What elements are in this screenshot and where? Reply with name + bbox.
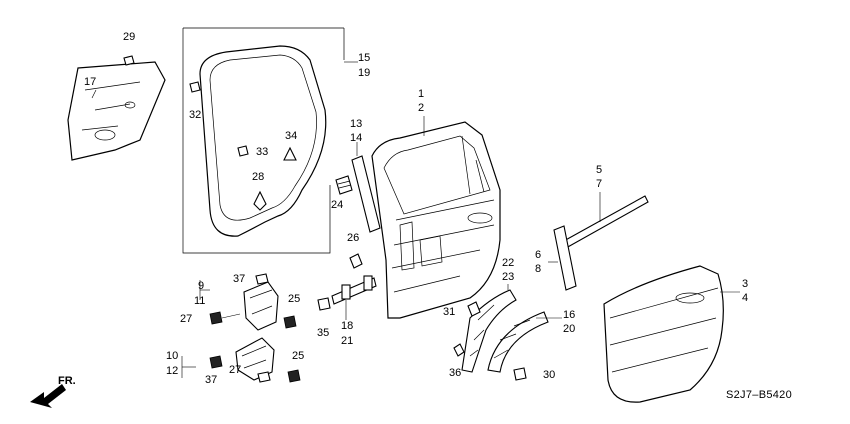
callout-6: 6 — [535, 249, 542, 261]
callout-16: 16 — [563, 309, 576, 321]
callout-25-upper: 25 — [288, 293, 301, 305]
callout-2: 2 — [418, 102, 425, 114]
part-1-door-panel — [371, 116, 501, 319]
callout-30: 30 — [543, 369, 556, 381]
part-36-screw — [453, 343, 465, 357]
callout-37-lower: 37 — [205, 374, 218, 386]
part-17-panel — [67, 61, 166, 161]
part-37-bolt-lower — [257, 371, 271, 383]
callout-25-lower: 25 — [292, 350, 305, 362]
callout-21: 21 — [341, 335, 354, 347]
part-22-arch — [461, 284, 517, 373]
callout-23: 23 — [502, 271, 515, 283]
callout-26: 26 — [347, 232, 360, 244]
part-26-bolt — [349, 253, 363, 269]
callout-29: 29 — [123, 31, 136, 43]
callout-11: 11 — [194, 295, 206, 307]
callout-5: 5 — [596, 164, 603, 176]
part-5-molding — [561, 192, 649, 249]
callout-3: 3 — [742, 278, 749, 290]
part-29-clip — [123, 55, 135, 66]
callout-17: 17 — [84, 76, 97, 88]
part-33-clip — [237, 145, 249, 157]
callout-28: 28 — [252, 171, 265, 183]
front-arrow-icon — [30, 384, 66, 408]
front-arrow-label: FR. — [58, 375, 76, 387]
callout-18: 18 — [341, 320, 354, 332]
callout-20: 20 — [563, 323, 576, 335]
callout-32: 32 — [189, 109, 202, 121]
part-24-bumper — [335, 175, 353, 195]
part-6-garnish — [548, 225, 577, 291]
part-16-arch — [487, 311, 562, 373]
part-15-weatherstrip — [199, 45, 327, 237]
part-32-clip — [189, 81, 201, 93]
callout-19: 19 — [358, 67, 371, 79]
part-25-bolt-upper — [283, 315, 297, 329]
part-27-bolt-lower — [209, 355, 223, 369]
callout-37-upper: 37 — [233, 273, 246, 285]
part-27-bolt-upper — [209, 311, 241, 325]
part-28-clip — [253, 190, 267, 211]
callout-24: 24 — [331, 199, 344, 211]
callout-15: 15 — [358, 52, 371, 64]
callout-36: 36 — [449, 367, 462, 379]
callout-8: 8 — [535, 263, 542, 275]
callout-34: 34 — [285, 130, 298, 142]
part-30-clip — [513, 367, 527, 381]
callout-4: 4 — [742, 292, 749, 304]
callout-22: 22 — [502, 257, 515, 269]
callout-9: 9 — [198, 280, 205, 292]
part-18-checker — [331, 275, 377, 320]
part-37-bolt-upper — [255, 273, 269, 285]
part-code: S2J7–B5420 — [726, 389, 792, 401]
callout-35: 35 — [317, 327, 330, 339]
part-13-sash-tape — [351, 142, 381, 233]
callout-27-lower: 27 — [229, 364, 242, 376]
callout-7: 7 — [596, 178, 603, 190]
part-35-bolt — [317, 297, 331, 311]
part-10-hinge — [181, 337, 275, 381]
callout-12: 12 — [166, 365, 179, 377]
callout-27-upper: 27 — [180, 313, 193, 325]
callout-14: 14 — [350, 132, 363, 144]
callout-13: 13 — [350, 118, 363, 130]
callout-33: 33 — [256, 146, 269, 158]
callout-1: 1 — [418, 88, 425, 100]
part-31-clip — [467, 301, 481, 317]
weatherstrip-box — [182, 27, 358, 254]
part-34-clip — [283, 146, 297, 161]
part-3-outer-skin — [603, 265, 740, 403]
part-25-bolt-lower — [287, 369, 301, 383]
callout-10: 10 — [166, 350, 179, 362]
callout-31: 31 — [443, 306, 456, 318]
